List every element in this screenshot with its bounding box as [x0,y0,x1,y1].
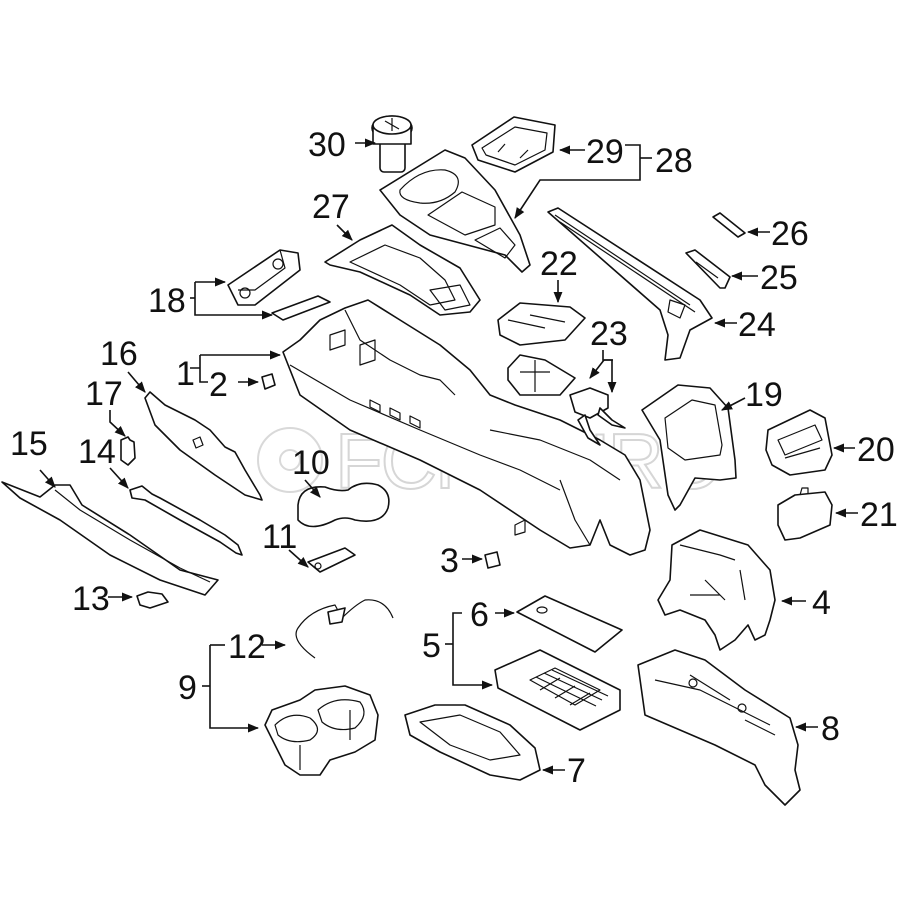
callout-30: 30 [308,126,346,164]
callout-27: 27 [312,188,350,226]
part-cup-holder-spring[interactable] [295,599,394,659]
callout-26: 26 [771,215,809,253]
part-mat-clip[interactable] [307,547,356,573]
part-tray-bezel[interactable] [404,704,541,781]
part-trim-strip[interactable] [712,212,746,238]
part-cup-holder[interactable] [264,685,379,776]
part-cup-holder-mat[interactable] [297,482,390,528]
part-storage-tray[interactable] [494,649,621,731]
part-rear-vent[interactable] [765,409,833,476]
callout-2: 2 [209,366,228,404]
callout-3: 3 [440,542,459,580]
callout-4: 4 [812,584,831,622]
callout-5: 5 [422,627,441,665]
part-floor-bracket[interactable] [637,649,801,806]
callout-22: 22 [540,245,578,283]
callout-17: 17 [85,375,123,413]
leader-14 [109,467,129,489]
leader-28 [514,144,641,219]
leader-5 [452,644,494,690]
part-shifter-bezel[interactable] [324,224,481,316]
part-square-pad[interactable] [484,551,501,569]
leader-11 [288,549,309,568]
part-armrest-hinge[interactable] [507,354,626,446]
leader-23a [589,359,605,379]
callout-7: 7 [567,752,586,790]
callout-18: 18 [148,282,186,320]
part-console-body[interactable] [282,299,651,556]
part-side-panel-clip[interactable] [120,436,136,466]
callout-16: 16 [100,335,138,373]
callout-20: 20 [857,431,895,469]
part-retainer-clip[interactable] [136,591,169,609]
callout-12: 12 [228,628,266,666]
leader-17 [109,410,126,437]
part-small-clip[interactable] [261,373,276,390]
leader-23b [604,359,617,394]
callout-9: 9 [178,669,197,707]
leader-19 [721,397,746,411]
part-side-trim-panel[interactable] [1,481,219,596]
leader-15 [39,469,56,488]
part-shift-knob[interactable] [371,115,413,173]
part-armrest-pad[interactable] [497,302,586,346]
callout-25: 25 [760,259,798,297]
part-side-trim-strip[interactable] [129,485,243,556]
callout-10: 10 [292,444,330,482]
leader-10 [304,479,321,498]
part-top-trim-panel[interactable] [379,149,531,273]
leader-18-insert [194,282,274,320]
callout-28: 28 [655,142,693,180]
callout-14: 14 [78,433,116,471]
callout-11: 11 [262,518,297,556]
leader-9 [209,645,260,733]
part-storage-box-insert[interactable] [271,295,331,321]
callout-19: 19 [745,376,783,414]
callout-1: 1 [176,355,195,393]
leader-lines [39,138,858,775]
callout-23: 23 [590,315,628,353]
callout-8: 8 [821,710,840,748]
callout-6: 6 [470,596,489,634]
watermark-logo-inner-icon [279,449,301,471]
part-tray-mat[interactable] [516,595,623,653]
leader-16 [127,371,146,393]
leader-27 [336,224,353,241]
part-storage-box[interactable] [227,249,301,306]
callout-13: 13 [72,580,110,618]
callout-29: 29 [586,133,624,171]
watermark-logo-icon [257,427,323,493]
part-switch-bezel[interactable] [471,116,556,173]
part-rear-panel[interactable] [641,384,737,511]
part-rear-socket[interactable] [777,487,833,541]
callout-24: 24 [738,306,776,344]
part-side-panel[interactable] [144,391,263,501]
part-support-bracket[interactable] [657,529,776,651]
part-upper-trim-rail[interactable] [547,207,713,361]
part-trim-insert[interactable] [685,249,731,289]
callout-21: 21 [860,496,898,534]
callout-15: 15 [10,425,48,463]
callout-labels: 30 29 28 27 18 1 2 22 23 24 25 26 19 20 … [10,126,898,790]
